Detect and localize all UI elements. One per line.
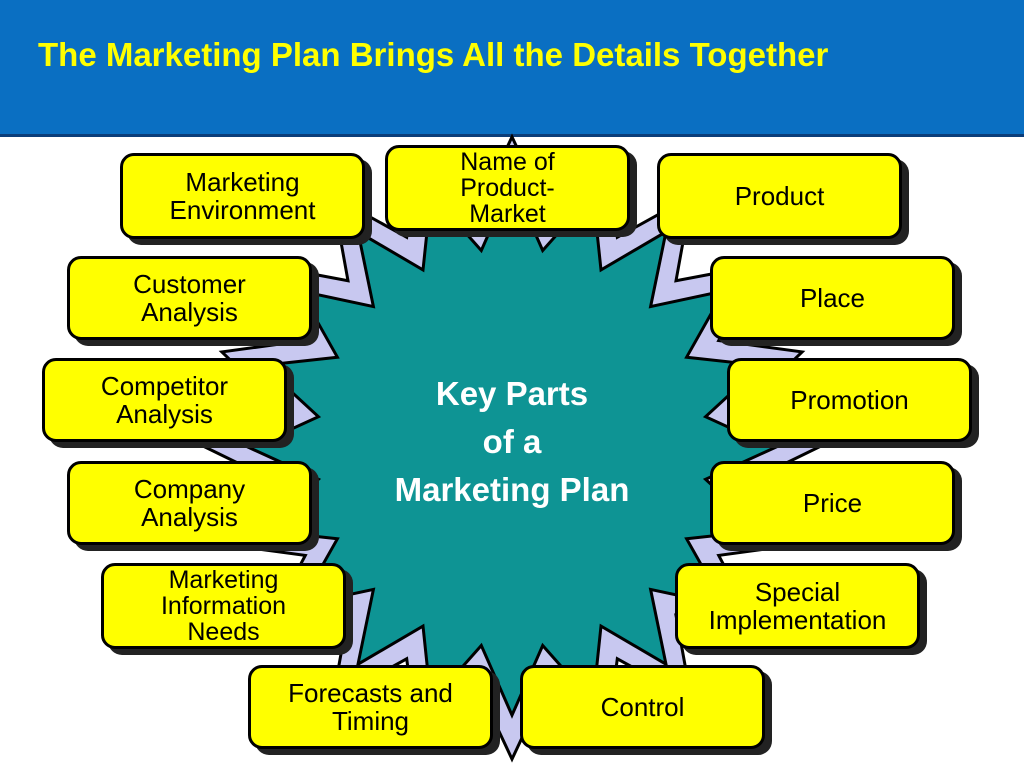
box-line: Marketing (168, 566, 279, 594)
box-line: Analysis (116, 399, 213, 429)
box-line: Timing (331, 706, 410, 736)
box-line: Environment (169, 195, 316, 225)
box-product: Product (657, 153, 902, 239)
box-place: Place (710, 256, 955, 340)
box-line: Competitor (100, 371, 229, 401)
box-price: Price (710, 461, 955, 545)
box-line: Customer (133, 269, 246, 299)
box-line: Market (469, 200, 546, 228)
box-line: Needs (187, 618, 260, 646)
box-line: Product (734, 181, 825, 211)
center-label: Key Parts of a Marketing Plan (352, 370, 672, 514)
box-line: Price (802, 488, 863, 518)
box-control: Control (520, 665, 765, 749)
center-label-line-2: of a (482, 423, 542, 460)
box-line: Analysis (141, 297, 238, 327)
box-line: Place (799, 283, 866, 313)
center-label-line-3: Marketing Plan (394, 471, 630, 508)
box-line: Implementation (708, 605, 887, 635)
box-line: Company (133, 474, 246, 504)
box-line: Name of (460, 148, 555, 176)
box-line: Special (754, 577, 841, 607)
box-line: Marketing (185, 167, 300, 197)
box-line: Product- (460, 174, 555, 202)
box-line: Control (600, 692, 685, 722)
slide-title: The Marketing Plan Brings All the Detail… (38, 36, 829, 73)
box-line: Promotion (790, 385, 909, 415)
box-promotion: Promotion (727, 358, 972, 442)
starburst-inner (246, 177, 778, 719)
center-label-line-1: Key Parts (435, 375, 589, 412)
header-bar: The Marketing Plan Brings All the Detail… (0, 0, 1024, 137)
box-line: Analysis (141, 502, 238, 532)
box-line: Information (160, 592, 287, 620)
box-line: Forecasts and (288, 678, 453, 708)
